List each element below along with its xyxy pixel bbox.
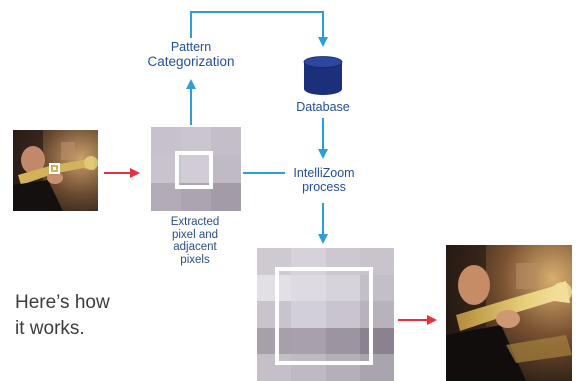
trumpet-photo-image xyxy=(13,130,98,211)
result-pixel-cell xyxy=(257,327,292,355)
extracted-line1: Extracted xyxy=(170,216,220,228)
result-pixel-cell xyxy=(325,301,360,328)
intellizoom-line1: IntelliZoom xyxy=(293,166,355,180)
input-photo xyxy=(13,130,98,211)
result-pixel-cell xyxy=(291,327,326,355)
extracted-pixel-cell xyxy=(181,127,211,155)
extracted-pixel-cell xyxy=(211,127,241,155)
selected-pixel-marker xyxy=(49,163,60,174)
result-pixel-cell xyxy=(291,301,326,328)
result-pixel-cell xyxy=(325,274,360,302)
extracted-line4: pixels xyxy=(180,253,210,266)
trumpet-output-image xyxy=(446,245,572,381)
extracted-pixel-cell xyxy=(211,183,241,211)
result-pixel-cell xyxy=(359,274,394,302)
output-photo xyxy=(446,245,572,381)
result-pixel-cell xyxy=(257,354,292,381)
database-icon xyxy=(303,56,343,95)
pattern-categorization-label: Pattern Categorization xyxy=(136,40,246,70)
intellizoom-line2: process xyxy=(302,180,346,194)
arrow-pattern-to-database xyxy=(190,11,328,47)
center-pixel-frame xyxy=(175,151,213,189)
tagline-line1: Here’s how xyxy=(15,292,110,313)
result-pixel-cell xyxy=(257,301,292,328)
pattern-categorization-line2: Categorization xyxy=(147,54,235,69)
result-pixel-cell xyxy=(359,354,394,381)
extracted-pixel-cell xyxy=(211,155,241,183)
extracted-label: Extracted pixel and adjacent pixels xyxy=(150,216,240,266)
extracted-line3: adjacent xyxy=(173,241,217,253)
extracted-line2: pixel and xyxy=(171,228,219,241)
result-pixel-cell xyxy=(291,354,326,381)
result-pixel-cell xyxy=(325,354,360,381)
extracted-pixel-cell xyxy=(181,155,211,183)
tagline: Here’s how it works. xyxy=(15,290,155,342)
result-pixel-cell xyxy=(359,301,394,328)
result-pixel-cell xyxy=(359,327,394,355)
extracted-pixel-cell xyxy=(151,127,181,155)
upscaled-pixel-frame xyxy=(275,267,373,365)
tagline-line2: it works. xyxy=(15,318,85,339)
result-pixel-cell xyxy=(291,274,326,302)
pattern-categorization-line1: Pattern xyxy=(170,40,212,54)
database-label: Database xyxy=(296,100,350,114)
result-pixel-cell xyxy=(257,274,292,302)
result-pixel-cell xyxy=(325,327,360,355)
intellizoom-process-label: IntelliZoom process xyxy=(276,166,372,194)
